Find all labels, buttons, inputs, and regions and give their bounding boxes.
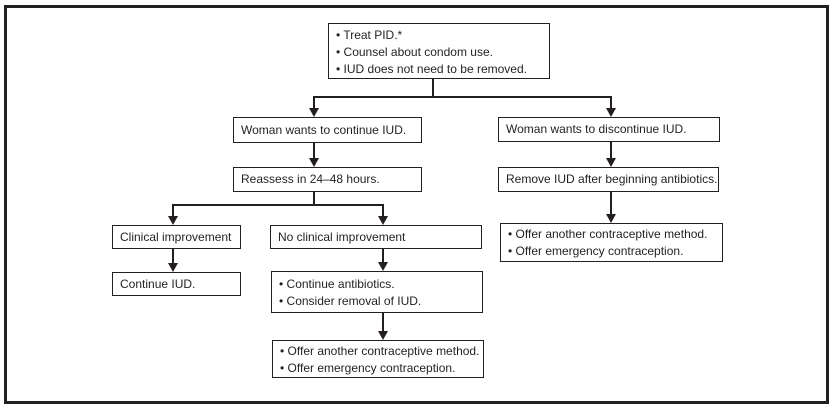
node-line: • Offer emergency contraception.: [508, 244, 684, 258]
node-line: • Offer emergency contraception.: [280, 361, 456, 375]
node-line: • IUD does not need to be removed.: [336, 62, 527, 76]
node-line: • Offer another contraceptive method.: [508, 227, 708, 241]
connector-top-branch: [313, 96, 612, 98]
connector-reassess-branch: [172, 204, 384, 206]
connector-left-drop: [313, 96, 315, 109]
node-label: Woman wants to discontinue IUD.: [506, 122, 687, 136]
connector-clinical-drop: [172, 204, 174, 217]
node-offer-bottom: • Offer another contraceptive method. • …: [272, 340, 484, 378]
node-line: • Offer another contraceptive method.: [280, 344, 480, 358]
node-label: Remove IUD after beginning antibiotics.: [506, 172, 718, 186]
figure-border: [4, 5, 829, 404]
connector-arrowhead: [168, 263, 178, 272]
node-label: Continue IUD.: [120, 276, 196, 291]
node-continue-iud: Continue IUD.: [112, 272, 241, 296]
connector-arrowhead: [309, 108, 319, 117]
node-offer-right: • Offer another contraceptive method. • …: [500, 223, 723, 262]
connector-top-stem: [432, 79, 434, 98]
node-label: Clinical improvement: [120, 229, 232, 244]
connector-remove-to-offer: [610, 192, 612, 215]
node-label: No clinical improvement: [278, 229, 406, 244]
node-treat-pid: • Treat PID.* • Counsel about condom use…: [328, 23, 550, 79]
connector-clinical-to-continue: [172, 249, 174, 264]
node-line: • Counsel about condom use.: [336, 45, 493, 59]
connector-arrowhead: [606, 214, 616, 223]
node-line: • Consider removal of IUD.: [279, 294, 422, 308]
connector-arrowhead: [168, 216, 178, 225]
connector-arrowhead: [606, 158, 616, 167]
node-no-clinical-improvement: No clinical improvement: [270, 225, 482, 249]
node-line: • Treat PID.*: [336, 28, 403, 42]
node-clinical-improvement: Clinical improvement: [112, 225, 241, 249]
node-label: Reassess in 24–48 hours.: [241, 172, 380, 186]
node-remove-iud: Remove IUD after beginning antibiotics.: [498, 167, 719, 192]
node-label: Woman wants to continue IUD.: [241, 122, 407, 137]
node-continue-antibiotics: • Continue antibiotics. • Consider remov…: [271, 271, 483, 313]
connector-arrowhead: [378, 331, 388, 340]
connector-arrowhead: [606, 108, 616, 117]
connector-noclinical-drop: [382, 204, 384, 217]
node-woman-discontinue-iud: Woman wants to discontinue IUD.: [498, 117, 720, 142]
connector-arrowhead: [378, 216, 388, 225]
connector-arrowhead: [309, 158, 319, 167]
connector-right-drop: [610, 96, 612, 109]
connector-antibiotics-to-offer: [382, 313, 384, 332]
node-line: • Continue antibiotics.: [279, 277, 395, 291]
connector-continue-to-reassess: [313, 143, 315, 159]
node-woman-continue-iud: Woman wants to continue IUD.: [233, 117, 422, 143]
connector-arrowhead: [378, 262, 388, 271]
connector-discontinue-to-remove: [610, 142, 612, 159]
connector-noclinical-to-antibiotics: [382, 249, 384, 263]
node-reassess: Reassess in 24–48 hours.: [233, 167, 422, 192]
connector-reassess-stem: [313, 192, 315, 206]
